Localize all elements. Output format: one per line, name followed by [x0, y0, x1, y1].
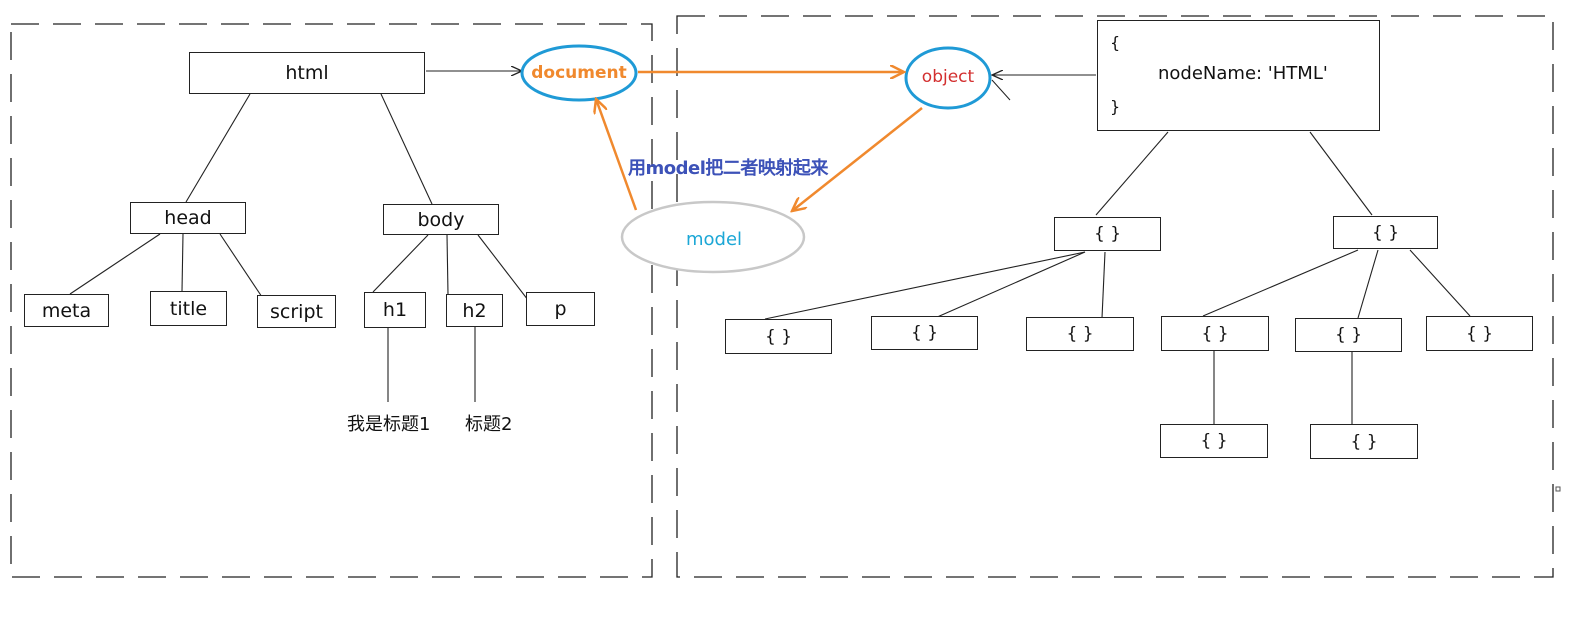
object-node: { }: [1295, 318, 1402, 352]
h1-node: h1: [364, 292, 426, 328]
meta-node: meta: [24, 294, 109, 327]
code-nodename-line: nodeName: 'HTML': [1158, 63, 1328, 84]
object-node: { }: [1333, 216, 1438, 249]
title-node: title: [150, 291, 227, 326]
object-tree-edges: [764, 131, 1471, 424]
body-node: body: [383, 204, 499, 235]
object-region-border: [676, 15, 1554, 578]
object-to-model-arrow: [792, 107, 923, 211]
mapping-arrows: [596, 72, 923, 211]
h2-node: h2: [446, 294, 503, 327]
object-node: { }: [1026, 317, 1134, 351]
model-ellipse: [620, 200, 806, 274]
mapping-annotation: 用model把二者映射起来: [628, 158, 828, 179]
h2-text: 标题2: [465, 414, 513, 435]
object-node: { }: [871, 316, 978, 350]
object-node: { }: [1310, 424, 1418, 459]
edge-handle: [1555, 486, 1561, 492]
object-node: { }: [1160, 424, 1268, 458]
head-node: head: [130, 202, 246, 234]
code-close-brace: }: [1110, 97, 1121, 116]
object-node: { }: [725, 319, 832, 354]
p-node: p: [526, 292, 595, 326]
model-label: model: [685, 228, 743, 250]
model-to-document-arrow: [596, 99, 638, 211]
object-node: { }: [1054, 217, 1161, 251]
code-open-brace: {: [1110, 33, 1121, 52]
script-node: script: [257, 295, 336, 328]
object-label: object: [921, 67, 975, 87]
h1-text: 我是标题1: [347, 414, 431, 435]
object-ellipse: [904, 46, 992, 110]
object-node: { }: [1426, 316, 1533, 351]
html-node: html: [189, 52, 425, 94]
object-node: { }: [1161, 316, 1269, 351]
dom-region-border: [10, 23, 653, 578]
html-object-box: { nodeName: 'HTML' }: [1097, 20, 1380, 131]
document-ellipse: [520, 44, 638, 102]
dom-tree-edges: [69, 93, 529, 402]
document-label: document: [531, 63, 627, 83]
arrow-tail-mark: [991, 79, 1011, 101]
